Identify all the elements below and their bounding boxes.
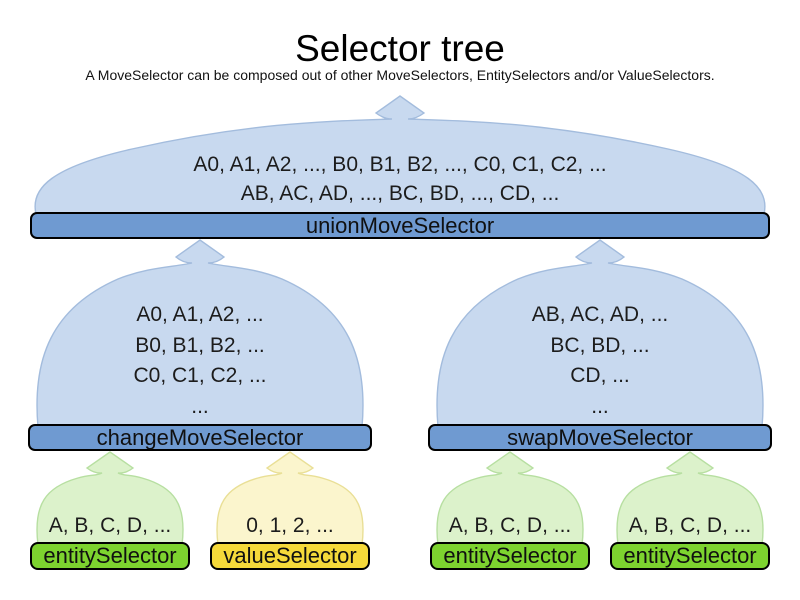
entity-dome-items-2: A, B, C, D, ...	[448, 514, 572, 537]
page-title: Selector tree	[295, 28, 505, 69]
swap-move-selector-bar: swapMoveSelector	[428, 424, 772, 451]
union-dome-shape	[34, 95, 766, 215]
value-dome-items: 0, 1, 2, ...	[246, 514, 334, 537]
change-items-line-2: B0, B1, B2, ...	[135, 333, 265, 357]
swap-dome-shape	[436, 239, 764, 428]
change-items-line-3: C0, C1, C2, ...	[133, 364, 267, 387]
value-selector-bar: valueSelector	[210, 542, 370, 570]
change-dome-items: A0, A1, A2, ... B0, B1, B2, ... C0, C1, …	[30, 300, 370, 422]
swap-items-line-2: BC, BD, ...	[550, 333, 650, 357]
change-dome-shape	[36, 239, 364, 428]
entity-selector-bar-3: entitySelector	[610, 542, 770, 570]
entity-selector-bar-2: entitySelector	[430, 542, 590, 570]
entity-dome-items-1: A, B, C, D, ...	[48, 514, 172, 537]
entity-selector-bar-1: entitySelector	[30, 542, 190, 570]
change-items-line-4: ...	[191, 394, 209, 418]
union-items-line-1: A0, A1, A2, ..., B0, B1, B2, ..., C0, C1…	[193, 153, 607, 176]
union-dome-items: A0, A1, A2, ..., B0, B1, B2, ..., C0, C1…	[36, 150, 764, 208]
swap-items-line-1: AB, AC, AD, ...	[531, 303, 669, 326]
swap-dome-items: AB, AC, AD, ... BC, BD, ... CD, ... ...	[430, 300, 770, 422]
page-subtitle: A MoveSelector can be composed out of ot…	[85, 67, 715, 83]
union-move-selector-bar: unionMoveSelector	[30, 212, 770, 239]
swap-items-line-4: ...	[591, 394, 609, 418]
change-items-line-1: A0, A1, A2, ...	[136, 303, 264, 326]
change-move-selector-bar: changeMoveSelector	[28, 424, 372, 451]
entity-dome-items-3: A, B, C, D, ...	[628, 514, 752, 537]
swap-items-line-3: CD, ...	[570, 364, 630, 387]
union-items-line-2: AB, AC, AD, ..., BC, BD, ..., CD, ...	[240, 182, 560, 205]
